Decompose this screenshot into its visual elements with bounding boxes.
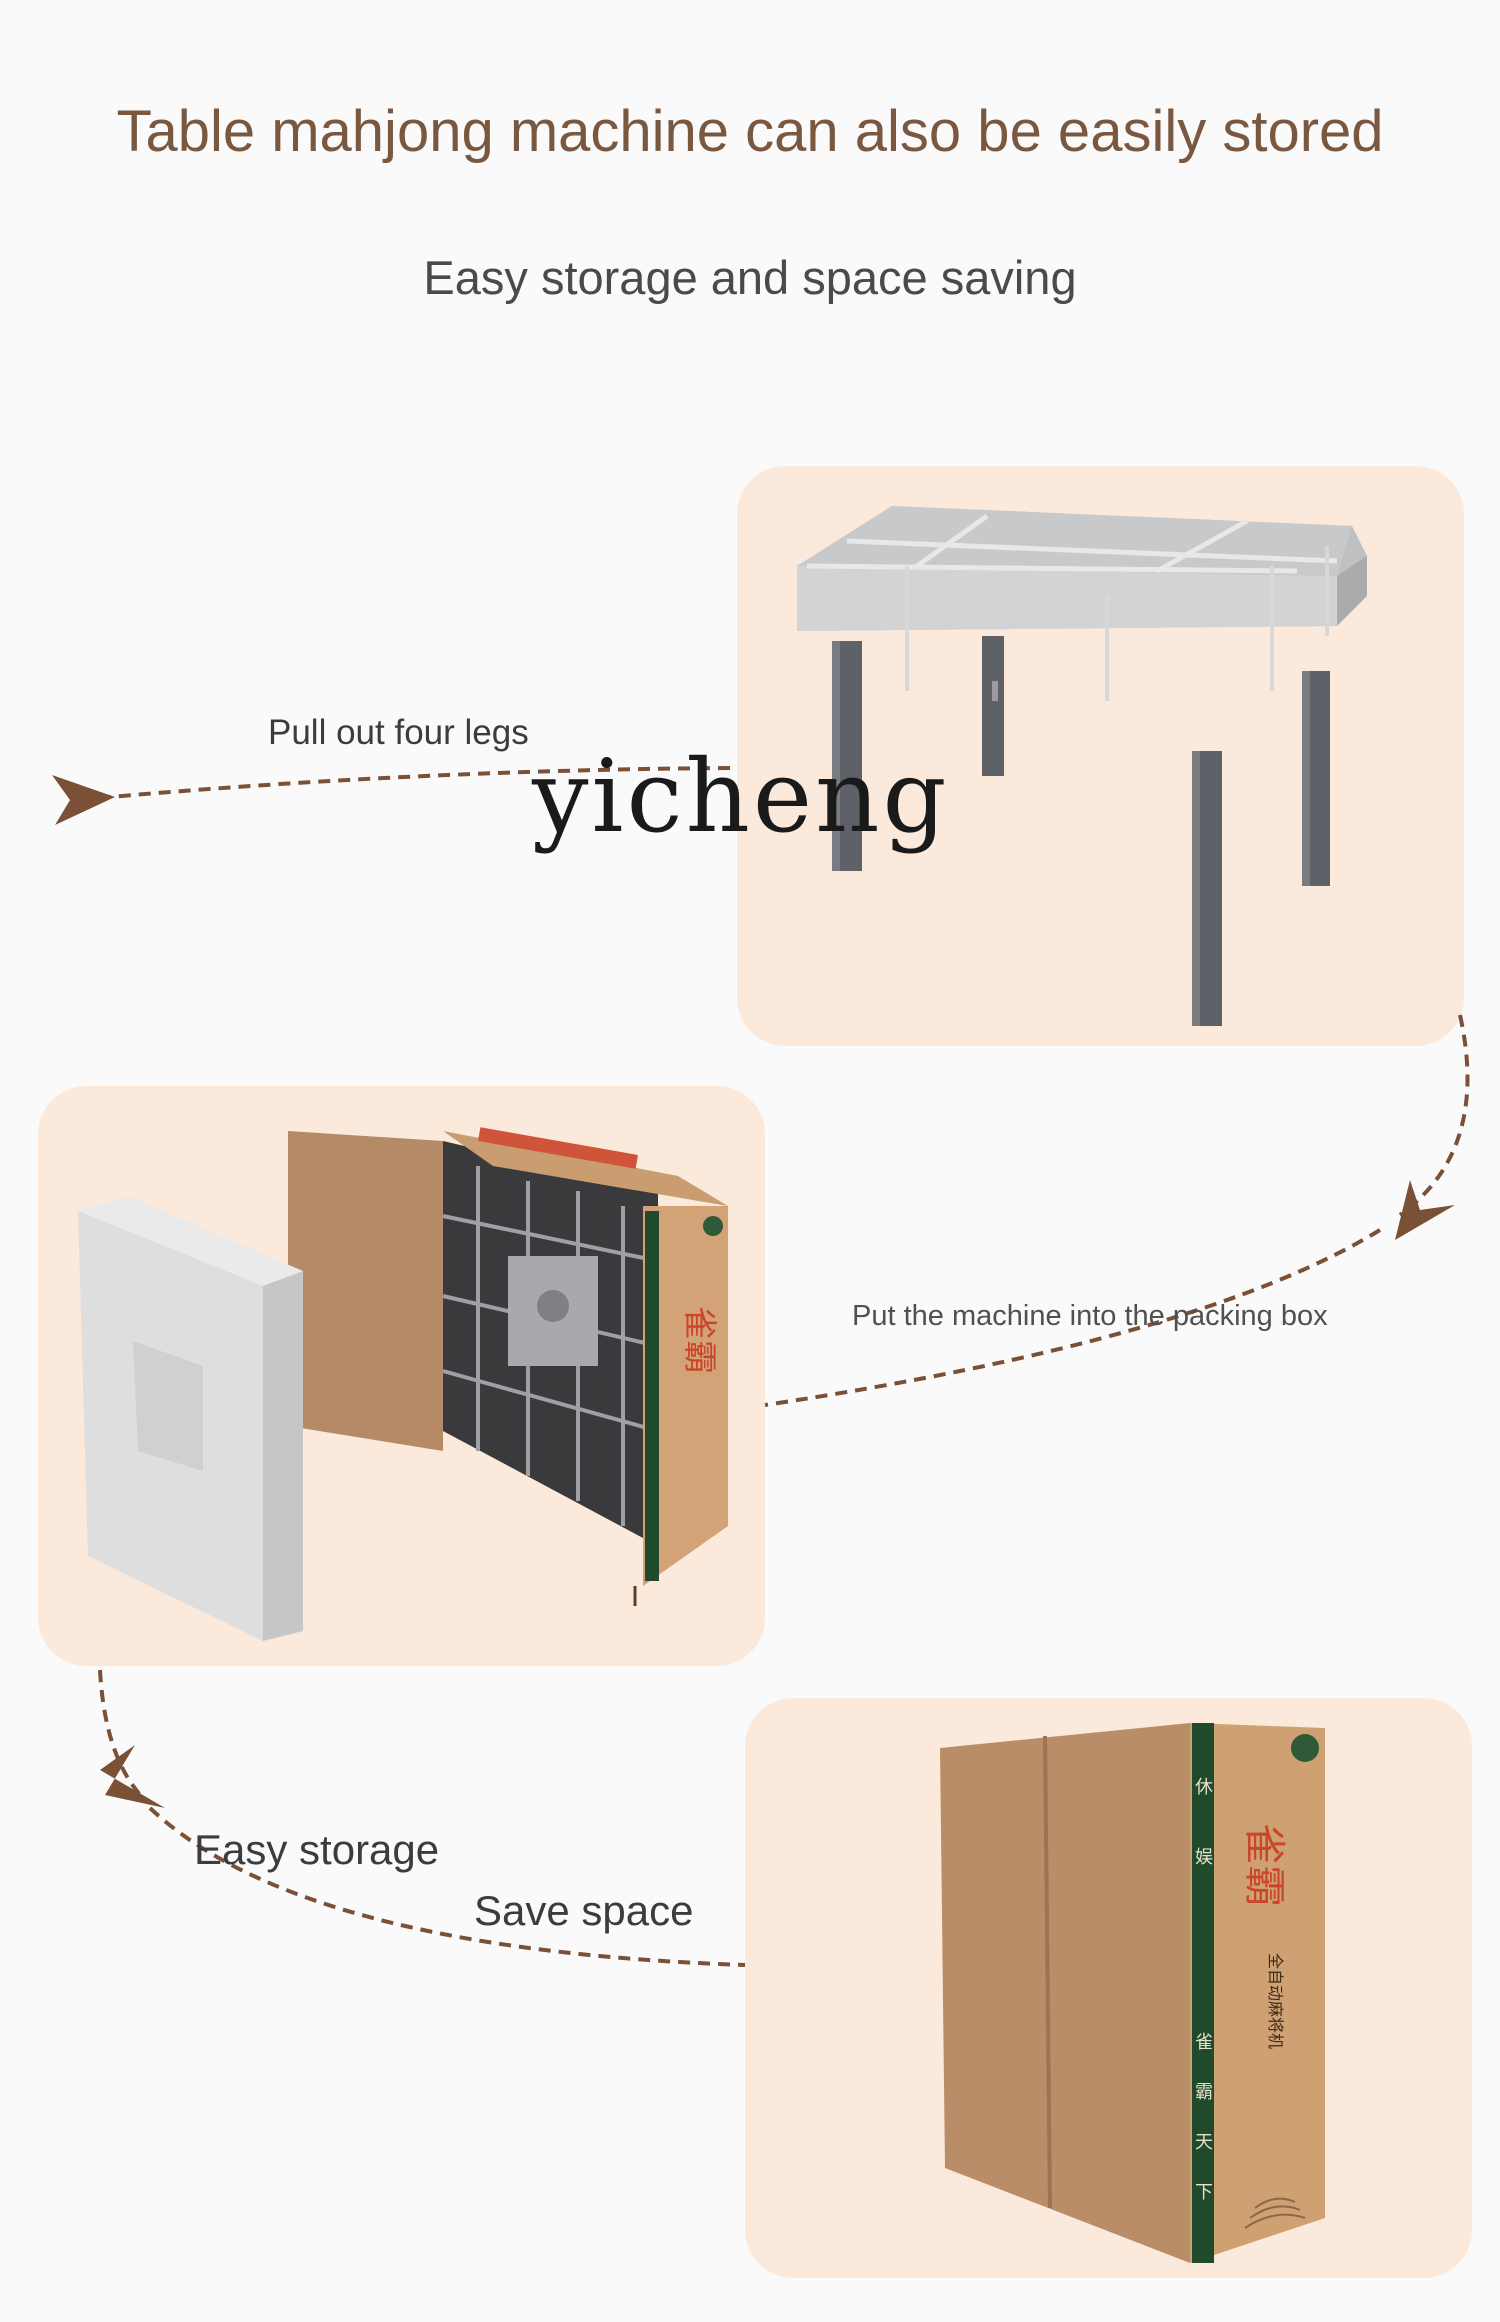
step-label-save-space: Save space [474, 1887, 694, 1934]
step-label-packing-box: Put the machine into the packing box [852, 1300, 1328, 1332]
page-title: Table mahjong machine can also be easily… [116, 99, 1384, 164]
svg-text:雀霸: 雀霸 [679, 1306, 719, 1374]
box-closed-illustration: 休 娱 雀 霸 天 下 雀霸 全自动麻将机 [940, 1723, 1325, 2263]
panel-packing-box-open: 雀霸 [38, 1086, 765, 1666]
svg-text:霸: 霸 [1195, 2082, 1213, 2103]
box-open-illustration: 雀霸 [78, 1127, 728, 1641]
svg-text:天: 天 [1195, 2132, 1213, 2153]
svg-text:下: 下 [1195, 2182, 1213, 2203]
panel-table-with-legs [737, 466, 1464, 1046]
svg-text:雀: 雀 [1195, 2032, 1213, 2053]
arrow-icon [100, 1745, 165, 1808]
svg-text:全自动麻将机: 全自动麻将机 [1266, 1953, 1285, 2049]
table-illustration [797, 506, 1367, 1026]
step-label-pull-legs: Pull out four legs [268, 713, 529, 752]
step-label-easy-storage: Easy storage [194, 1826, 440, 1873]
arrow-icon [52, 775, 115, 825]
svg-text:休: 休 [1195, 1777, 1213, 1798]
arrow-icon [1395, 1180, 1455, 1240]
svg-text:娱: 娱 [1195, 1847, 1213, 1868]
svg-text:雀霸: 雀霸 [1240, 1823, 1289, 1907]
page-subtitle: Easy storage and space saving [423, 251, 1077, 304]
panel-packing-box-closed: 休 娱 雀 霸 天 下 雀霸 全自动麻将机 [745, 1698, 1472, 2278]
watermark: yicheng [532, 738, 950, 855]
